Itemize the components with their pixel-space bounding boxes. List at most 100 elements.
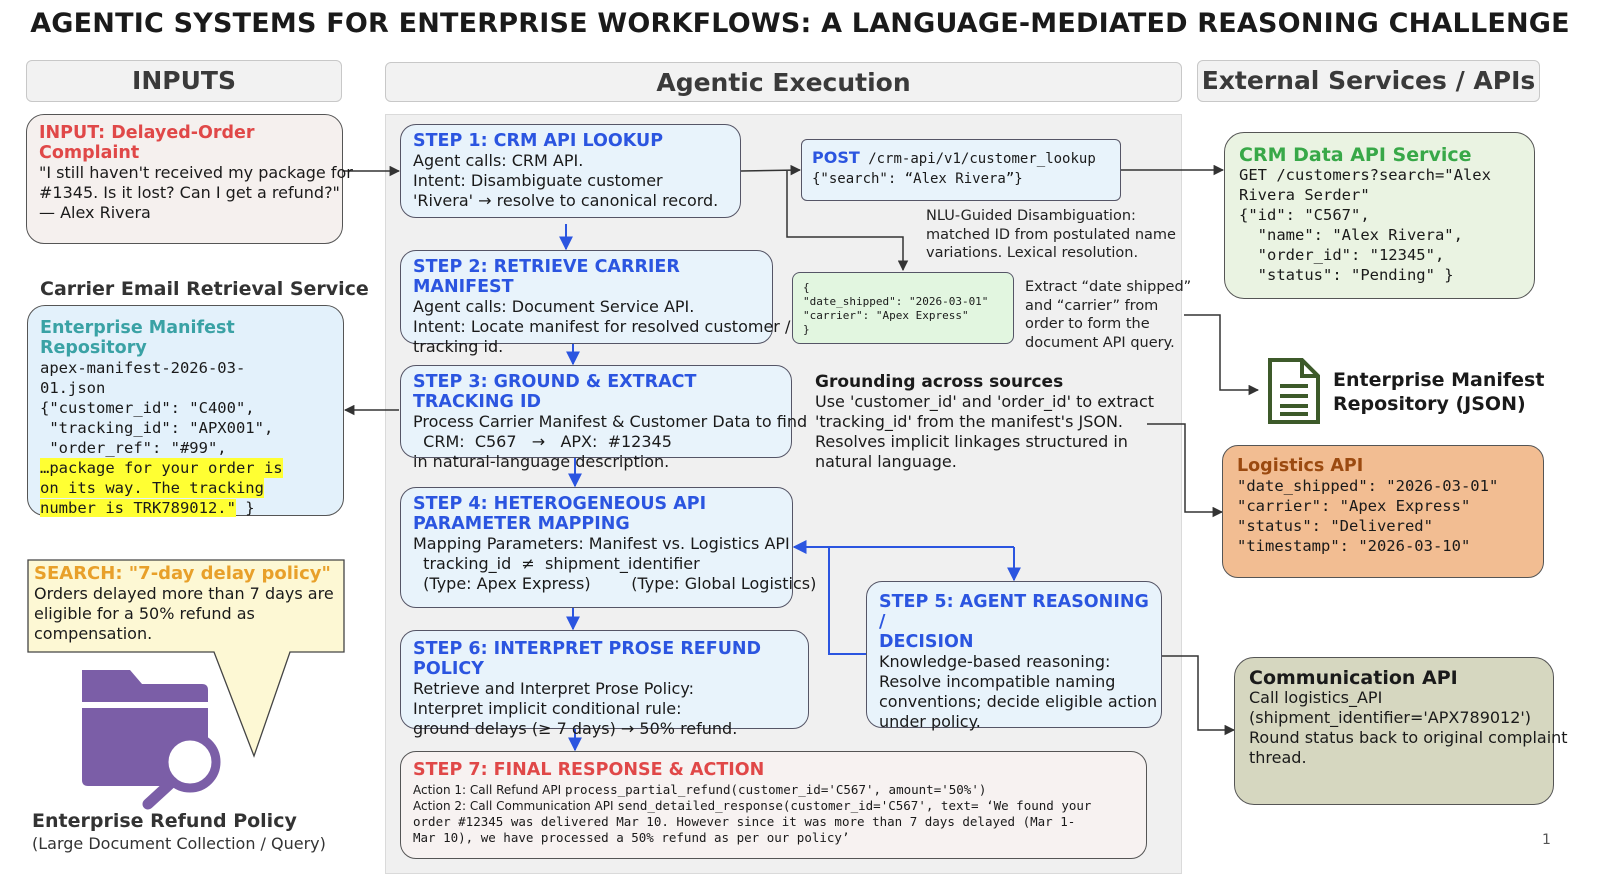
grounding-line: Resolves implicit linkages structured in — [815, 432, 1128, 451]
crm-line: "order_id": "12345", — [1239, 246, 1445, 264]
step-line: Mapping Parameters: Manifest vs. Logisti… — [413, 534, 790, 553]
execution-header: Agentic Execution — [385, 62, 1182, 102]
step-3-box: STEP 3: GROUND & EXTRACT TRACKING ID Pro… — [400, 365, 808, 471]
step-2-title: STEP 2: RETRIEVE CARRIER MANIFEST — [413, 257, 680, 297]
action-2-code: send_detailed_response(customer_id='C567… — [617, 798, 1092, 813]
step-line: Retrieve and Interpret Prose Policy: — [413, 679, 695, 698]
nlu-note: NLU-Guided Disambiguation: matched ID fr… — [926, 207, 1176, 263]
manifest-repo-label: Enterprise Manifest Repository (JSON) — [1333, 368, 1544, 416]
manifest-repo-line: Repository (JSON) — [1333, 393, 1526, 415]
crm-service-title: CRM Data API Service — [1239, 144, 1472, 166]
step-line: (Type: Apex Express) (Type: Global Logis… — [413, 574, 817, 593]
action-2-label: Action 2: Call Communication API — [413, 799, 618, 813]
step-line: Resolve incompatible naming — [879, 672, 1116, 691]
step-5-box: STEP 5: AGENT REASONING / DECISION Knowl… — [866, 581, 1162, 731]
step-4-title: STEP 4: HETEROGENEOUS API — [413, 494, 707, 514]
step-1-title: STEP 1: CRM API LOOKUP — [413, 131, 664, 151]
crm-line: {"id": "C567", — [1239, 206, 1370, 224]
grounding-line: Use 'customer_id' and 'order_id' to extr… — [815, 392, 1155, 411]
complaint-line: — Alex Rivera — [39, 203, 151, 222]
action-1-code: process_partial_refund(customer_id='C567… — [564, 782, 987, 797]
step-line: ground delays (≥ 7 days) → 50% refund. — [413, 719, 738, 738]
step-line: 'Rivera' → resolve to canonical record. — [413, 191, 719, 210]
page-title: AGENTIC SYSTEMS FOR ENTERPRISE WORKFLOWS… — [30, 8, 1570, 39]
page-number: 1 — [1542, 832, 1551, 848]
json-line: { — [803, 281, 810, 294]
step-7-box: STEP 7: FINAL RESPONSE & ACTION Action 1… — [400, 751, 1147, 859]
communication-title: Communication API — [1249, 667, 1458, 689]
step-7-title: STEP 7: FINAL RESPONSE & ACTION — [413, 760, 765, 780]
grounding-title: Grounding across sources — [815, 372, 1064, 392]
manifest-line: "order_ref": "#99", — [40, 439, 227, 457]
complaint-input-box: INPUT: Delayed-Order Complaint "I still … — [26, 114, 353, 244]
extract-note: Extract “date shipped” and “carrier” fro… — [1025, 278, 1192, 352]
json-line: "carrier": "Apex Express" — [803, 309, 969, 322]
grounding-note: Grounding across sources Use 'customer_i… — [815, 372, 1155, 472]
communication-line: Call logistics_API — [1249, 688, 1383, 707]
manifest-line: {"customer_id": "C400", — [40, 399, 255, 417]
action-2-code-line: Mar 10), we have processed a 50% refund … — [413, 830, 850, 845]
step-line: Intent: Disambiguate customer — [413, 171, 663, 190]
search-line: compensation. — [34, 624, 153, 643]
json-snippet-box: { "date_shipped": "2026-03-01" "carrier"… — [792, 272, 1014, 344]
complaint-line: #1345. Is it lost? Can I get a refund?" — [39, 183, 340, 202]
step-line: Interpret implicit conditional rule: — [413, 699, 682, 718]
document-icon — [1268, 358, 1320, 424]
step-6-box: STEP 6: INTERPRET PROSE REFUND POLICY Re… — [400, 630, 809, 738]
extract-note-line: and “carrier” from — [1025, 297, 1159, 314]
extract-note-line: document API query. — [1025, 334, 1175, 351]
search-line: eligible for a 50% refund as — [34, 604, 255, 623]
communication-api-box: Communication API Call logistics_API (sh… — [1234, 657, 1568, 805]
logistics-line: "date_shipped": "2026-03-01" — [1237, 477, 1499, 495]
crm-line: GET /customers?search="Alex — [1239, 166, 1491, 184]
complaint-title: INPUT: Delayed-Order Complaint — [39, 123, 255, 163]
refund-policy-label: Enterprise Refund Policy — [32, 810, 297, 832]
json-line: "date_shipped": "2026-03-01" — [803, 295, 989, 308]
step-1-box: STEP 1: CRM API LOOKUP Agent calls: CRM … — [400, 124, 741, 218]
step-line: Agent calls: CRM API. — [413, 151, 584, 170]
manifest-highlight-line: on its way. The tracking — [40, 478, 264, 498]
manifest-line: apex-manifest-2026-03- — [40, 359, 246, 377]
nlu-note-line: NLU-Guided Disambiguation: — [926, 208, 1136, 224]
step-2-box: STEP 2: RETRIEVE CARRIER MANIFEST Agent … — [400, 250, 790, 356]
step-line: conventions; decide eligible action — [879, 692, 1158, 711]
communication-line: (shipment_identifier='APX789012') — [1249, 708, 1532, 727]
services-header: External Services / APIs — [1197, 60, 1540, 102]
step-line: under policy. — [879, 712, 981, 731]
post-body: {"search": “Alex Rivera”} — [812, 171, 1023, 187]
step-line: CRM: C567 → APX: #12345 — [413, 432, 672, 451]
communication-line: thread. — [1249, 748, 1307, 767]
logistics-api-box: Logistics API "date_shipped": "2026-03-0… — [1222, 445, 1544, 578]
step-4-box: STEP 4: HETEROGENEOUS API PARAMETER MAPP… — [400, 487, 817, 608]
manifest-line: "tracking_id": "APX001", — [40, 419, 274, 437]
search-callout: SEARCH: "7-day delay policy" Orders dela… — [34, 564, 340, 644]
crm-line: Rivera Serder" — [1239, 186, 1370, 204]
json-line: } — [803, 323, 810, 336]
carrier-manifest-box: Enterprise Manifest Repository apex-mani… — [27, 305, 344, 517]
manifest-line: 01.json — [40, 379, 106, 397]
step-5-title: STEP 5: AGENT REASONING / — [879, 592, 1149, 632]
extract-note-line: Extract “date shipped” — [1025, 279, 1192, 295]
step-6-title: STEP 6: INTERPRET PROSE REFUND POLICY — [413, 639, 762, 679]
carrier-manifest-title: Enterprise Manifest Repository — [40, 318, 235, 358]
logistics-line: "status": "Delivered" — [1237, 517, 1433, 535]
post-method: POST — [812, 148, 860, 167]
step-5-title: DECISION — [879, 632, 974, 652]
logistics-line: "timestamp": "2026-03-10" — [1237, 537, 1471, 555]
step-line: Process Carrier Manifest & Customer Data… — [413, 412, 808, 431]
nlu-note-line: matched ID from postulated name — [926, 226, 1176, 243]
search-line: Orders delayed more than 7 days are — [34, 584, 334, 603]
crm-service-box: CRM Data API Service GET /customers?sear… — [1224, 132, 1535, 299]
step-line: Agent calls: Document Service API. — [413, 297, 695, 316]
step-line: Knowledge-based reasoning: — [879, 652, 1111, 671]
extract-note-line: order to form the — [1025, 316, 1150, 332]
action-1-label: Action 1: Call Refund API — [413, 783, 565, 797]
logistics-title: Logistics API — [1237, 456, 1364, 476]
logistics-line: "carrier": "Apex Express" — [1237, 497, 1471, 515]
post-path: /crm-api/v1/customer_lookup — [859, 151, 1096, 167]
step-line: tracking id. — [413, 337, 504, 356]
communication-line: Round status back to original complaint — [1249, 728, 1568, 747]
nlu-note-line: variations. Lexical resolution. — [926, 245, 1139, 261]
crm-line: "status": "Pending" } — [1239, 266, 1454, 284]
